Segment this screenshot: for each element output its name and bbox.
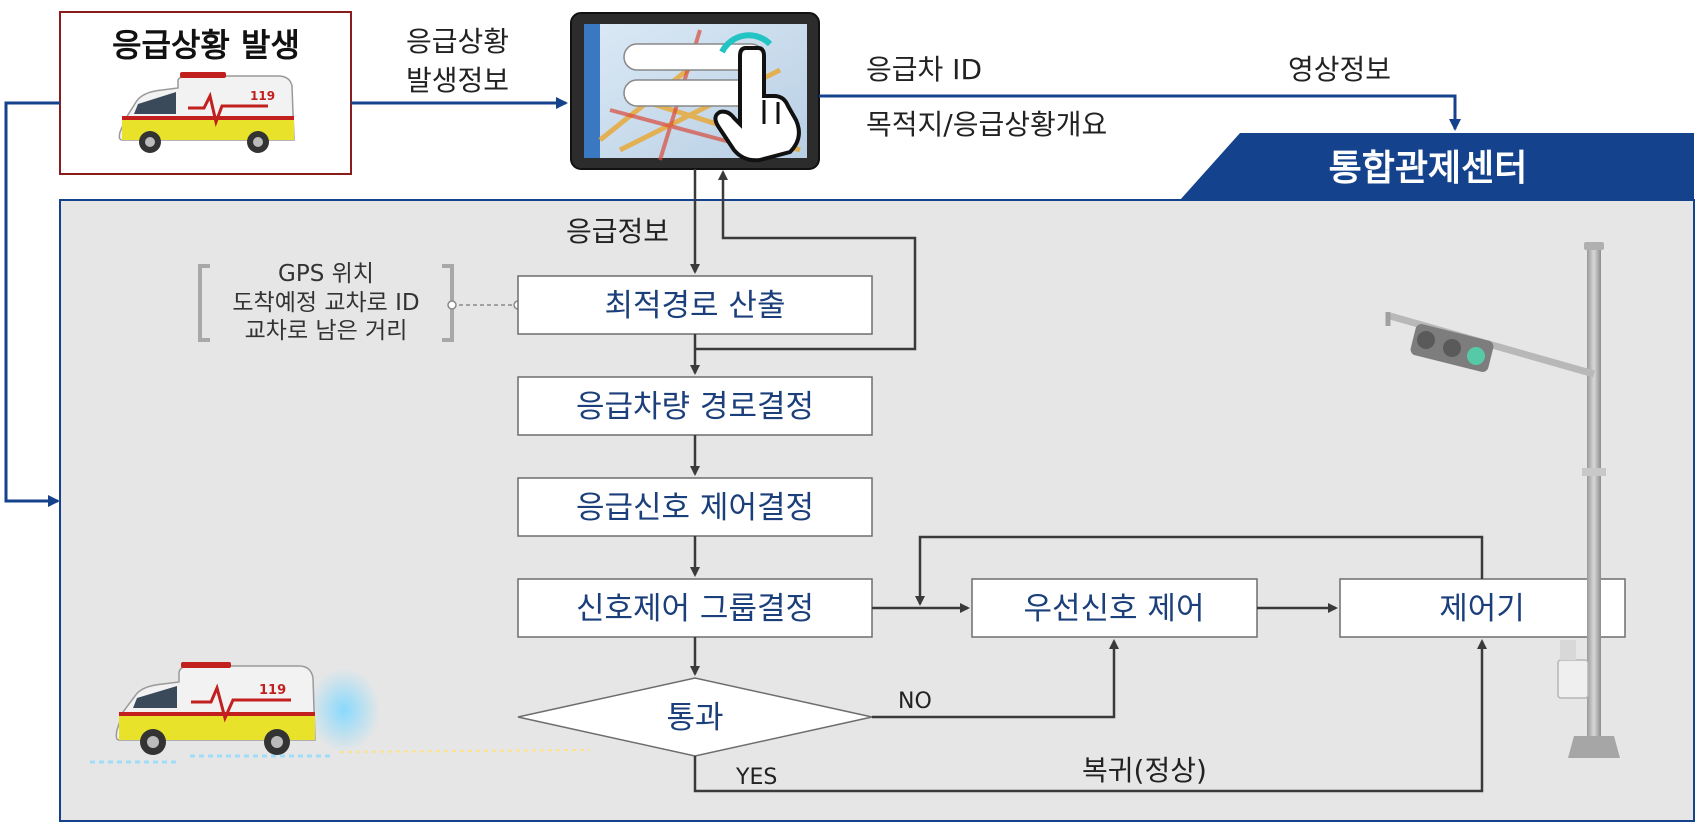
event-title: 응급상황 발생	[112, 26, 300, 64]
event-box	[59, 11, 352, 175]
no-label: NO	[898, 689, 932, 714]
return-normal-label: 복귀(정상)	[1082, 754, 1207, 787]
optimal-route-label: 최적경로 산출	[605, 288, 786, 324]
center-banner	[1180, 133, 1694, 200]
emergency-info-label: 응급정보	[566, 215, 669, 248]
no-branch-arrow	[872, 639, 1119, 719]
flow-box-route-decision: 응급차량 경로결정	[517, 376, 873, 436]
route-decision-label: 응급차량 경로결정	[576, 389, 814, 425]
gps-info-line1: GPS 위치	[278, 261, 374, 287]
center-title: 통합관제센터	[1329, 148, 1528, 189]
svg-text:119: 119	[259, 683, 286, 698]
signal-decision-label: 응급신호 제어결정	[576, 490, 814, 526]
event-to-panel-arrow	[4, 101, 60, 507]
yes-label: YES	[735, 765, 777, 790]
traffic-light-pole-icon	[1385, 242, 1620, 758]
tablet-touch-icon	[570, 12, 820, 170]
gps-connector-start-dot	[447, 300, 457, 310]
ambulance-icon: 119	[118, 72, 295, 153]
vehicle-id-label: 응급차 ID	[866, 53, 982, 86]
ambulance-moving-icon: 119	[90, 662, 591, 764]
yes-branch-arrow	[693, 639, 1487, 793]
video-info-label: 영상정보	[1288, 53, 1391, 86]
group-decision-label: 신호제어 그룹결정	[576, 591, 814, 627]
gps-info-line2: 도착예정 교차로 ID	[232, 290, 419, 316]
controller-feedback-arrow	[915, 535, 1484, 606]
svg-text:119: 119	[250, 89, 275, 103]
gps-info-line3: 교차로 남은 거리	[245, 318, 408, 344]
flow-box-optimal-route: 최적경로 산출	[517, 275, 873, 335]
flow-box-group-decision: 신호제어 그룹결정	[517, 578, 873, 638]
flow-box-priority-signal: 우선신호 제어	[971, 578, 1258, 638]
pass-label: 통과	[666, 700, 723, 736]
tablet-to-center-arrow	[819, 94, 1461, 131]
occurrence-info-line2: 발생정보	[406, 64, 509, 97]
flow-box-controller: 제어기	[1339, 578, 1626, 638]
destination-label: 목적지/응급상황개요	[866, 108, 1107, 141]
flow-box-signal-decision: 응급신호 제어결정	[517, 477, 873, 537]
pass-decision-diamond: 통과	[517, 677, 873, 757]
occurrence-info-line1: 응급상황	[406, 25, 509, 58]
controller-label: 제어기	[1439, 591, 1525, 627]
priority-signal-label: 우선신호 제어	[1024, 591, 1205, 627]
route-feedback-arrow	[695, 170, 917, 351]
